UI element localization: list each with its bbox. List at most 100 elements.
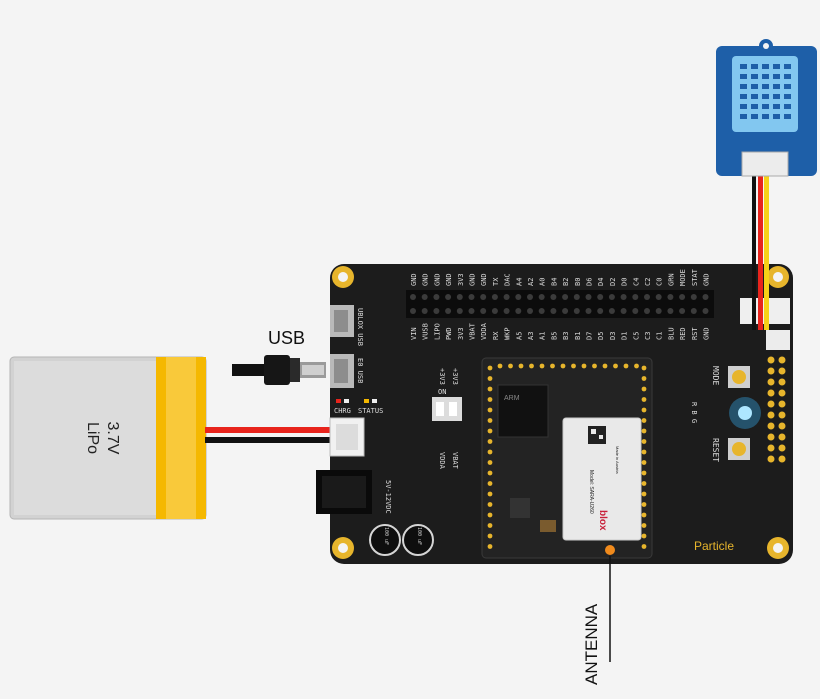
module-pad [487, 512, 493, 518]
sensor-vent [751, 94, 758, 99]
module-pad [487, 439, 493, 444]
header-top-label: GND [410, 273, 418, 286]
header-pin [468, 294, 475, 300]
header-pin [562, 308, 569, 314]
module-pad [487, 544, 493, 549]
module-pad [641, 512, 647, 518]
sensor-vent [773, 94, 780, 99]
usb-label: USB [268, 328, 305, 348]
sensor-vent [740, 64, 747, 69]
e0-usb-label: E0 USB [356, 358, 364, 383]
sensor-vent [740, 114, 747, 119]
sensor-vent [784, 94, 791, 99]
qr-code [588, 426, 606, 444]
module-pad [641, 449, 647, 455]
header-bottom-label: D3 [609, 332, 617, 340]
module-pad [487, 523, 493, 528]
reset-label: RESET [711, 438, 720, 462]
module-pad [641, 376, 647, 381]
module-pad [623, 363, 629, 369]
header-top-label: D4 [597, 278, 605, 286]
header-top-label: B4 [550, 278, 558, 286]
header-top-label: TX [492, 277, 500, 286]
module-pad [508, 363, 513, 369]
module-pad [529, 363, 534, 369]
header-pin [445, 294, 452, 300]
module-pad [487, 376, 493, 381]
header-top-label: GRN [667, 273, 675, 286]
right-pin [778, 389, 786, 397]
right-pin [778, 422, 786, 430]
rgb-label: R B G [690, 402, 698, 423]
module-pad [641, 533, 647, 539]
header-bottom-label: RST [691, 327, 699, 340]
header-pin [491, 294, 498, 300]
header-pin [597, 294, 604, 300]
header-top-label: GND [703, 273, 711, 286]
header-bottom-label: D7 [586, 332, 594, 340]
battery-type-label: LiPo [84, 422, 101, 454]
module-pad [539, 363, 545, 369]
header-bottom-label: D5 [597, 332, 605, 340]
module-pad [641, 418, 647, 423]
arm-label: ARM [504, 395, 520, 402]
header-pin [550, 308, 557, 314]
header-top-label: C4 [632, 278, 640, 286]
header-pin [562, 294, 569, 300]
plus3v3-label-b: +3V3 [451, 368, 459, 385]
header-top-label: B0 [574, 278, 582, 286]
module-pad [487, 449, 493, 455]
module-pad [592, 363, 597, 369]
header-top-label: A0 [539, 278, 547, 286]
header-top-label: GND [422, 273, 430, 286]
header-bottom-label: 3V3 [457, 327, 465, 340]
header-pin [667, 294, 674, 300]
header-pin [527, 294, 533, 300]
header-pin [491, 308, 498, 314]
header-top-label: A4 [515, 278, 523, 286]
header-pin [702, 294, 709, 300]
right-pin [767, 356, 775, 364]
header-pin [538, 308, 545, 314]
module-pad [641, 502, 647, 507]
battery-wires [205, 427, 335, 443]
header-bottom-label: PWD [445, 327, 453, 340]
dht11-sensor [716, 39, 817, 177]
header-bottom-label: VDDA [480, 322, 488, 340]
module-pad [581, 363, 587, 369]
header-pin [445, 308, 452, 314]
sensor-vent [762, 114, 769, 119]
module-pad [571, 363, 576, 369]
header-bottom-label: VUSB [422, 323, 430, 340]
module-pad [641, 407, 647, 413]
sensor-vent [762, 104, 769, 109]
module-pad [487, 470, 493, 476]
header-pin [655, 308, 662, 314]
usb-cable: USB [232, 328, 326, 385]
module-pad [641, 365, 647, 371]
chrg-label: CHRG [334, 407, 351, 415]
header-pin [597, 308, 604, 314]
header-bottom-label: D1 [621, 332, 629, 340]
sensor-vent [784, 74, 791, 79]
header-pin [679, 294, 686, 300]
sensor-vent [762, 94, 769, 99]
right-pin [767, 411, 775, 419]
header-pin [644, 308, 650, 314]
vdda-label: VDDA [438, 452, 446, 470]
ublox-usb-label: UBLOX USB [356, 308, 364, 346]
right-pin [767, 367, 775, 375]
header-top-label: MODE [679, 269, 687, 286]
sensor-vent [751, 64, 758, 69]
header-pin [620, 294, 627, 300]
battery-voltage-label: 3.7V [104, 422, 121, 455]
module-pad [550, 363, 555, 369]
right-pin [778, 444, 786, 452]
header-bottom-label: GND [703, 327, 711, 340]
sensor-vent [773, 104, 780, 109]
header-pin [433, 294, 440, 300]
capacitor-b: 100 uF [402, 524, 434, 556]
mode-label: MODE [711, 366, 720, 385]
